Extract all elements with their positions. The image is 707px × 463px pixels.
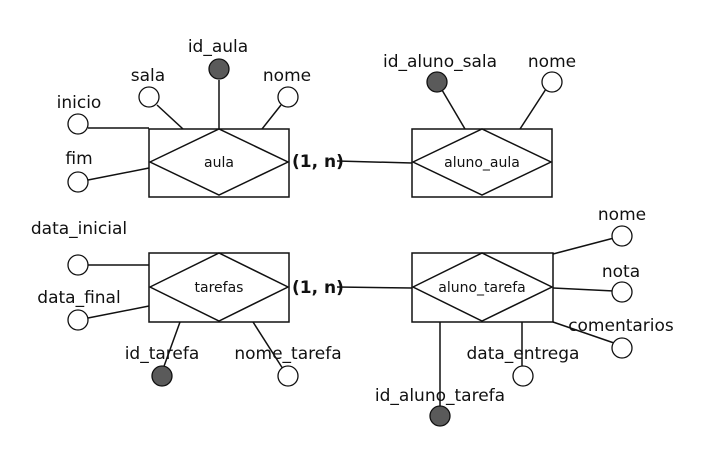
attribute-label-id-aluno-sala: id_aluno_sala xyxy=(383,52,497,72)
attribute-label-inicio: inicio xyxy=(57,93,102,113)
attribute-marker-comentarios xyxy=(611,337,633,359)
connector-comentarios xyxy=(552,321,615,344)
attribute-labels: id_aula sala nome inicio fim id_aluno_sa… xyxy=(31,37,674,406)
connector-nome-aula xyxy=(261,104,282,130)
connector-tarefas-aluno-tarefa xyxy=(336,286,413,289)
connector-nome-aluno-tarefa xyxy=(552,237,615,255)
attribute-label-nota: nota xyxy=(602,262,640,282)
entity-diamond-aluno-tarefa xyxy=(411,252,554,322)
attribute-label-fim: fim xyxy=(65,149,92,169)
connector-sala xyxy=(156,104,184,130)
cardinality-aula: (1, n) xyxy=(292,152,344,172)
entity-tarefas: tarefas xyxy=(148,252,290,323)
attribute-label-id-aula: id_aula xyxy=(188,37,248,57)
attribute-label-id-aluno-tarefa: id_aluno_tarefa xyxy=(375,386,505,406)
attribute-label-nome-aula: nome xyxy=(263,66,311,86)
entity-label-aula: aula xyxy=(204,155,234,171)
attribute-label-data-entrega: data_entrega xyxy=(467,344,580,364)
connector-nome-tarefa xyxy=(252,321,284,370)
attribute-marker-nome-aula xyxy=(277,86,299,108)
attribute-label-id-tarefa: id_tarefa xyxy=(125,344,200,364)
key-attribute-marker-id-tarefa xyxy=(151,365,173,387)
attribute-marker-nota xyxy=(611,281,633,303)
entity-label-aluno-tarefa: aluno_tarefa xyxy=(438,280,525,296)
connector-fim xyxy=(87,167,150,181)
entity-label-tarefas: tarefas xyxy=(195,280,244,296)
attribute-markers xyxy=(67,58,633,427)
attribute-label-sala: sala xyxy=(131,66,165,86)
entity-diamond-aluno-aula xyxy=(411,128,553,196)
attribute-marker-data-entrega xyxy=(512,365,534,387)
attribute-marker-nome-tarefa xyxy=(277,365,299,387)
connector-id-aluno-sala xyxy=(441,89,466,130)
attribute-marker-sala xyxy=(138,86,160,108)
key-attribute-marker-id-aluno-sala xyxy=(426,71,448,93)
attribute-label-nome-aluno-tarefa: nome xyxy=(598,205,646,225)
entity-label-aluno-aula: aluno_aula xyxy=(444,155,520,171)
attribute-label-data-inicial: data_inicial xyxy=(31,219,127,239)
attribute-label-nome-tarefa: nome_tarefa xyxy=(234,344,341,364)
connector-nota xyxy=(552,287,615,292)
connector-id-tarefa xyxy=(162,321,181,370)
attribute-marker-inicio xyxy=(67,113,89,135)
key-attribute-marker-id-aula xyxy=(208,58,230,80)
key-attribute-marker-id-aluno-tarefa xyxy=(429,405,451,427)
attribute-label-nome-aluno-aula: nome xyxy=(528,52,576,72)
entity-diamond-tarefas xyxy=(148,252,290,322)
attribute-marker-fim xyxy=(67,171,89,193)
relationship-connectors xyxy=(336,160,413,289)
attribute-connectors xyxy=(87,80,615,407)
attribute-marker-nome-aluno-tarefa xyxy=(611,225,633,247)
attribute-marker-data-final xyxy=(67,309,89,331)
cardinality-tarefas: (1, n) xyxy=(292,278,344,298)
connector-data-final xyxy=(87,305,150,319)
attribute-marker-data-inicial xyxy=(67,254,89,276)
attribute-marker-nome-aluno-aula xyxy=(541,71,563,93)
connector-nome-aluno-aula xyxy=(519,88,547,130)
attribute-label-data-final: data_final xyxy=(37,288,120,308)
entity-aluno-tarefa: aluno_tarefa xyxy=(411,252,554,323)
connector-aula-aluno-aula xyxy=(336,160,413,164)
entity-aula: aula xyxy=(148,128,290,198)
attribute-label-comentarios: comentarios xyxy=(568,316,674,336)
entity-diamond-aula xyxy=(148,128,290,196)
entity-aluno-aula: aluno_aula xyxy=(411,128,553,198)
